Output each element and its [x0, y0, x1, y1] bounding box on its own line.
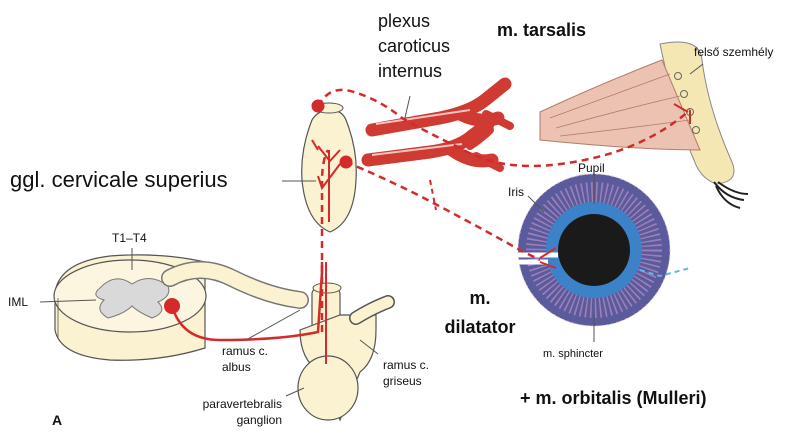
carotid-vessels	[368, 84, 510, 168]
plexus-label-1: plexus	[378, 9, 430, 34]
paravertebral-label-2: ganglion	[172, 412, 282, 428]
ramus-griseus-label-1: ramus c.	[383, 357, 429, 373]
spinal-level-label: T1–T4	[112, 230, 147, 246]
plexus-label-3: internus	[378, 59, 442, 84]
sphincter-label: m. sphincter	[543, 348, 603, 360]
dilatator-label-1: m.	[455, 286, 505, 311]
ramus-albus-label-1: ramus c.	[222, 343, 268, 359]
iml-label: IML	[8, 294, 28, 310]
tarsalis-label: m. tarsalis	[497, 18, 586, 43]
plexus-label-2: caroticus	[378, 34, 450, 59]
ramus-griseus-label-2: griseus	[383, 373, 422, 389]
ramus-albus-label-2: albus	[222, 359, 251, 375]
iris-label: Iris	[508, 184, 524, 200]
paravertebral-label-1: paravertebralis	[172, 396, 282, 412]
dilatator-label-2: dilatator	[430, 315, 530, 340]
panel-letter: A	[52, 412, 62, 428]
orbitalis-label: + m. orbitalis (Mulleri)	[520, 386, 707, 411]
ggl-label: ggl. cervicale superius	[10, 167, 228, 193]
pupil-label: Pupil	[578, 160, 605, 176]
eyelid-label: felső szemhély	[694, 44, 773, 60]
